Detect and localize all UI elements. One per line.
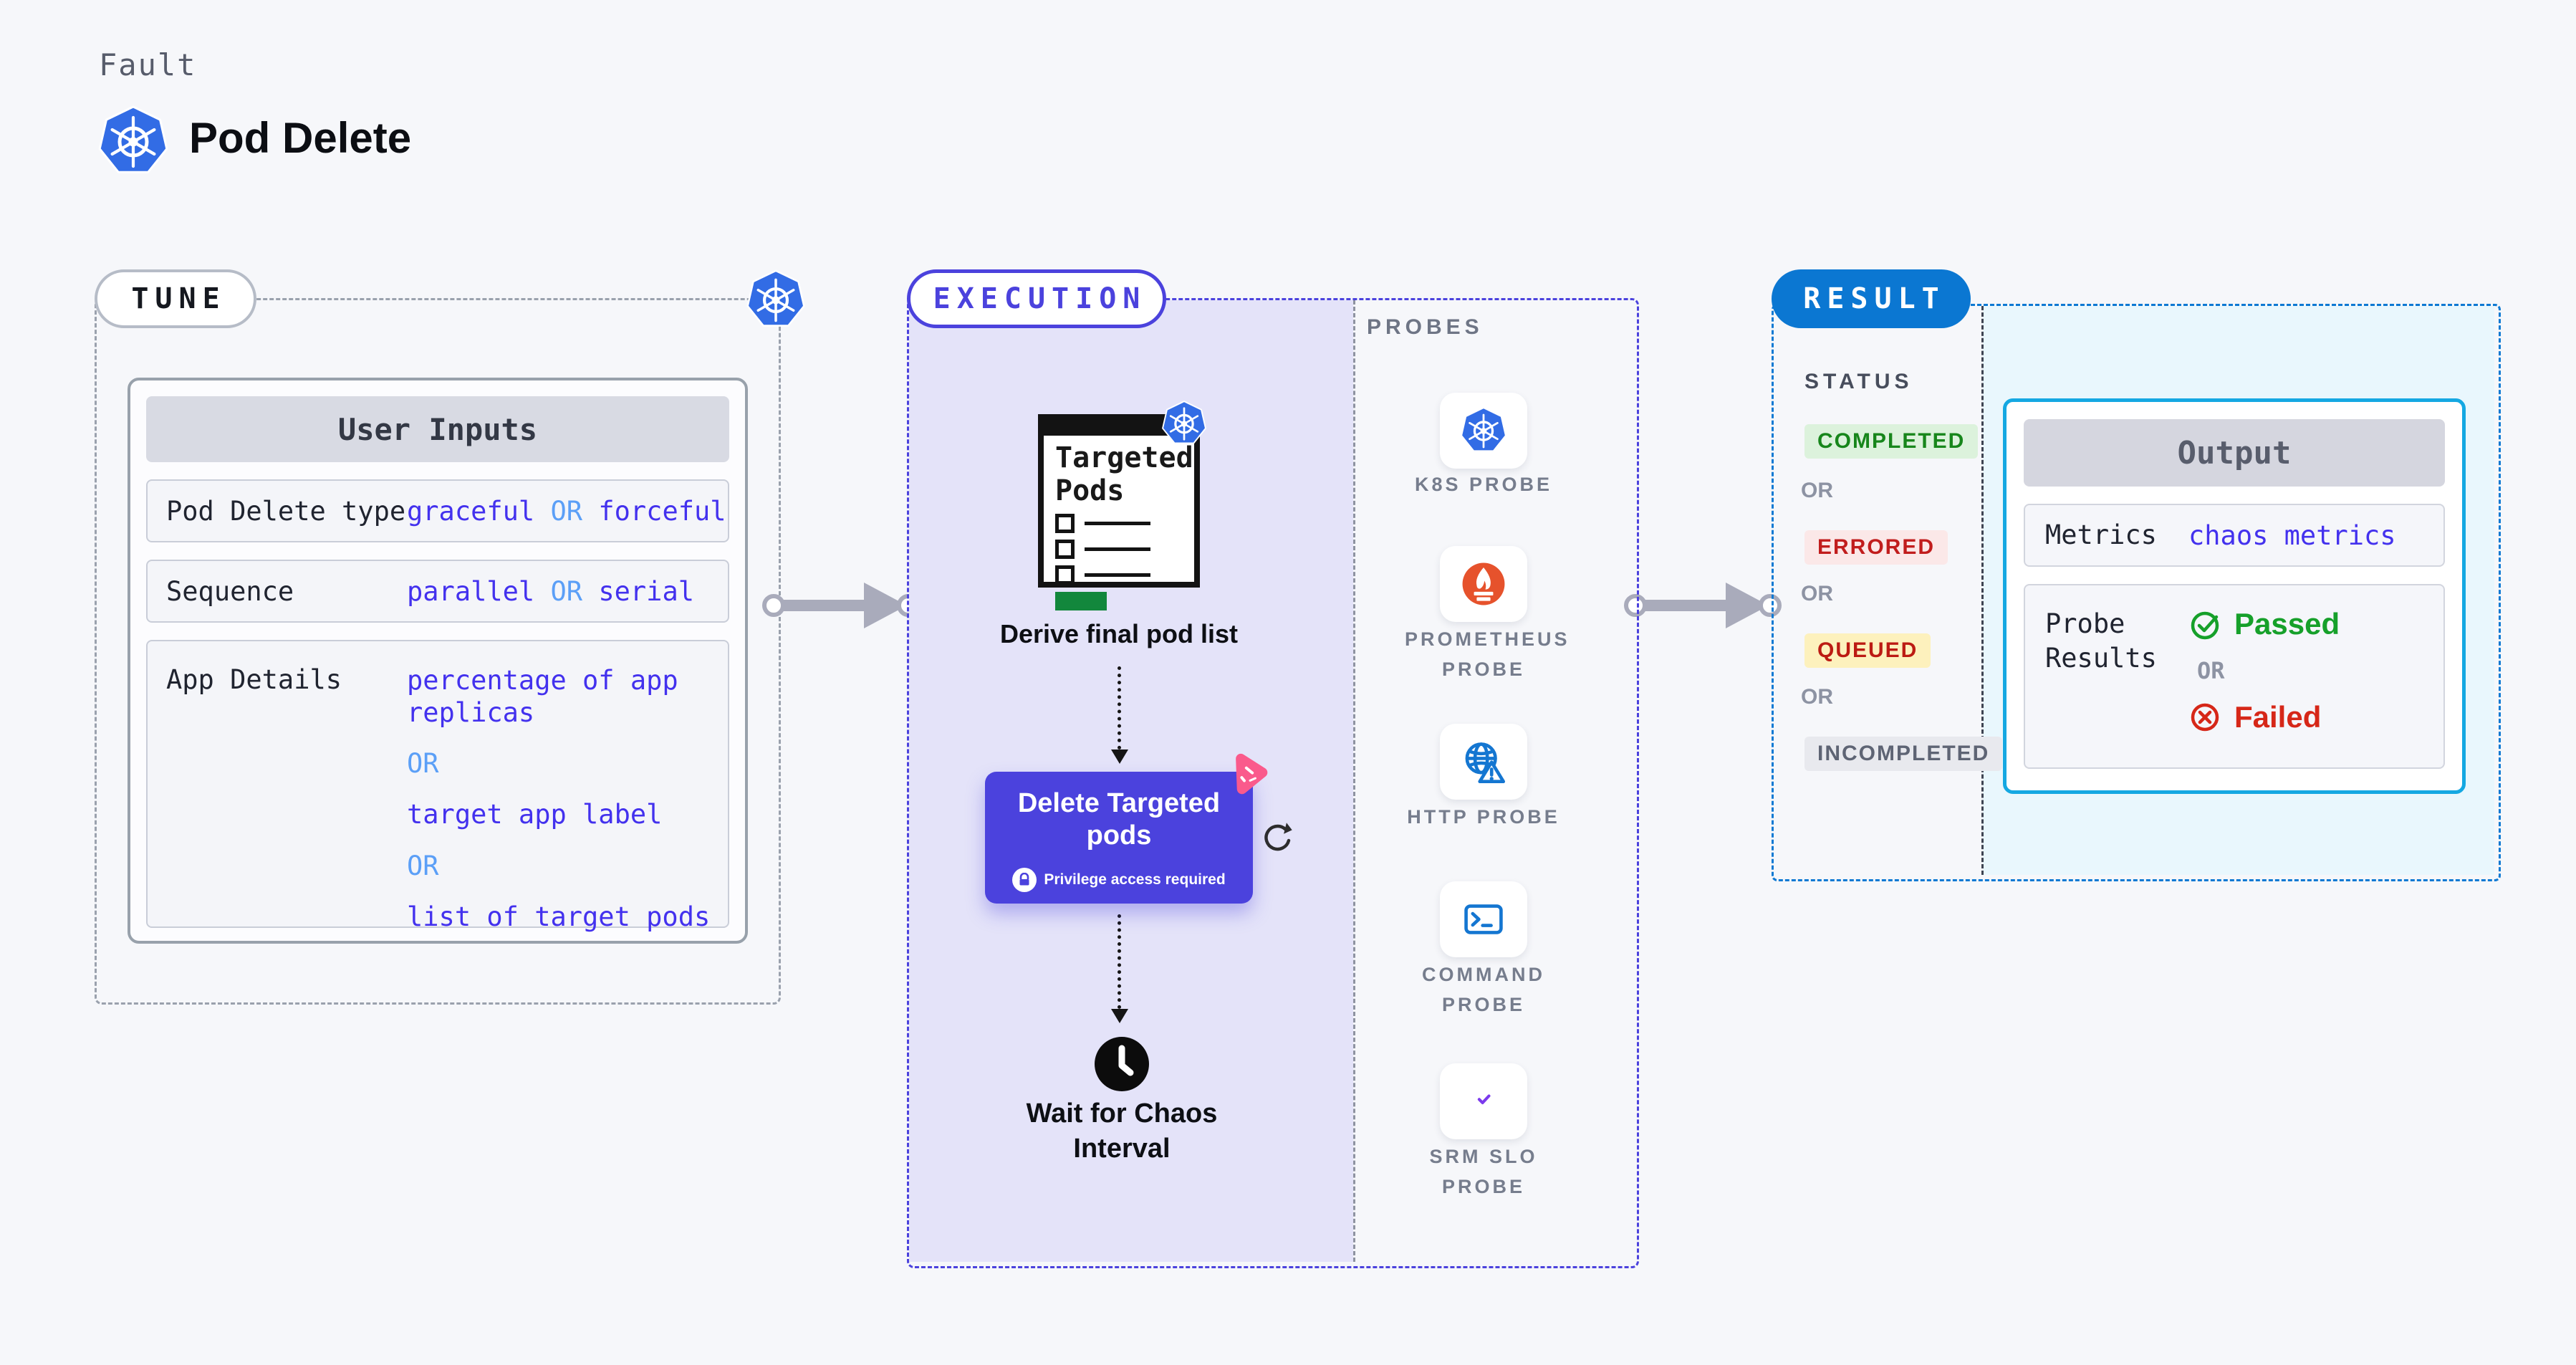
probe-card-prometheus [1440, 546, 1527, 622]
tune-pill: TUNE [95, 269, 256, 328]
probe-card-k8s [1440, 393, 1527, 469]
flow-connector [1118, 666, 1121, 749]
probe-card-http [1440, 724, 1527, 800]
probes-title: PROBES [1367, 315, 1484, 339]
or-separator: OR [1801, 685, 1833, 709]
status-badge-errored: ERRORED [1804, 530, 1948, 565]
probe-label: COMMAND PROBE [1422, 964, 1545, 1015]
prometheus-icon [1461, 561, 1506, 607]
execution-section-box [907, 298, 1639, 1268]
checklist-item [1055, 540, 1194, 559]
delete-targeted-pods-step: Delete Targeted pods Privilege access re… [985, 772, 1253, 904]
fault-eyebrow: Fault [99, 47, 197, 82]
row-label: App Details [166, 664, 342, 695]
row-value: chaos metrics [2188, 519, 2396, 551]
output-row-probe-results: Probe Results Passed OR Failed [2024, 584, 2445, 769]
output-header: Output [2024, 419, 2445, 487]
progress-bar [1055, 592, 1107, 610]
derive-final-pod-list-label: Derive final pod list [999, 619, 1239, 648]
or-separator: OR [1801, 479, 1833, 502]
kubernetes-icon [97, 105, 169, 179]
status-badge-incompleted: INCOMPLETED [1804, 737, 2003, 771]
tune-to-execution-arrow [762, 583, 920, 628]
probe-card-srm-slo [1440, 1063, 1527, 1139]
probe-label: K8S PROBE [1414, 474, 1553, 495]
result-status-divider [1981, 306, 1984, 875]
passed-line: Passed [2188, 607, 2340, 641]
row-value: percentage of app replicas OR target app… [407, 665, 711, 932]
flow-connector [1118, 914, 1121, 1009]
tune-section-box [95, 298, 781, 1005]
row-label: Metrics [2045, 519, 2157, 550]
flow-arrowhead [1111, 1009, 1128, 1023]
x-circle-icon [2191, 703, 2219, 732]
row-label: Probe Results [2045, 608, 2157, 674]
input-row-app-details: App Details percentage of app replicas O… [146, 640, 729, 932]
row-value: parallel OR serial [407, 575, 694, 607]
chaos-icon [1236, 753, 1268, 795]
probe-label: HTTP PROBE [1407, 806, 1560, 828]
failed-line: Failed [2188, 700, 2340, 734]
user-inputs-header: User Inputs [146, 396, 729, 462]
page-title: Pod Delete [189, 114, 412, 162]
kubernetes-icon [1460, 406, 1507, 456]
row-value: Passed OR Failed [2188, 607, 2340, 767]
output-card: Output Metrics chaos metrics Probe Resul… [2003, 398, 2466, 794]
flow-arrowhead [1111, 749, 1128, 764]
execution-to-result-arrow [1624, 583, 1782, 628]
user-inputs-card: User Inputs Pod Delete type graceful OR … [128, 378, 748, 944]
checklist-item [1055, 514, 1194, 533]
retry-loop-icon [1264, 823, 1292, 851]
row-value: graceful OR forceful [407, 495, 726, 527]
result-pill: RESULT [1772, 269, 1971, 328]
check-circle-icon [2191, 611, 2219, 640]
lock-icon [1012, 868, 1037, 892]
input-row-sequence: Sequence parallel OR serial [146, 560, 729, 623]
step-title: Delete Targeted pods [1017, 788, 1221, 851]
row-label: Sequence [166, 575, 294, 607]
privilege-note: Privilege access required [985, 868, 1253, 892]
or-separator: OR [1801, 582, 1833, 605]
row-label: Pod Delete type [166, 495, 406, 527]
probe-label: SRM SLO PROBE [1429, 1146, 1538, 1197]
or-separator: OR [2197, 657, 2225, 684]
execution-probes-divider [1353, 300, 1355, 1262]
probe-label: PROMETHEUS PROBE [1405, 628, 1570, 680]
slo-pie-check-icon [1459, 1077, 1508, 1126]
output-row-metrics: Metrics chaos metrics [2024, 504, 2445, 567]
checklist-item [1055, 565, 1194, 585]
input-row-pod-delete-type: Pod Delete type graceful OR forceful [146, 479, 729, 542]
terminal-icon [1460, 896, 1507, 943]
kubernetes-icon [746, 269, 806, 332]
result-section-box [1772, 304, 2501, 881]
wait-for-chaos-interval-label: Wait for Chaos Interval [1026, 1098, 1218, 1164]
clock-icon [1095, 1037, 1149, 1091]
http-globe-warning-icon [1460, 738, 1507, 785]
probe-card-command [1440, 881, 1527, 957]
status-badge-queued: QUEUED [1804, 633, 1931, 668]
status-title: STATUS [1804, 370, 1913, 393]
kubernetes-icon [1161, 400, 1207, 448]
execution-pill: EXECUTION [907, 269, 1166, 328]
status-badge-completed: COMPLETED [1804, 424, 1979, 459]
